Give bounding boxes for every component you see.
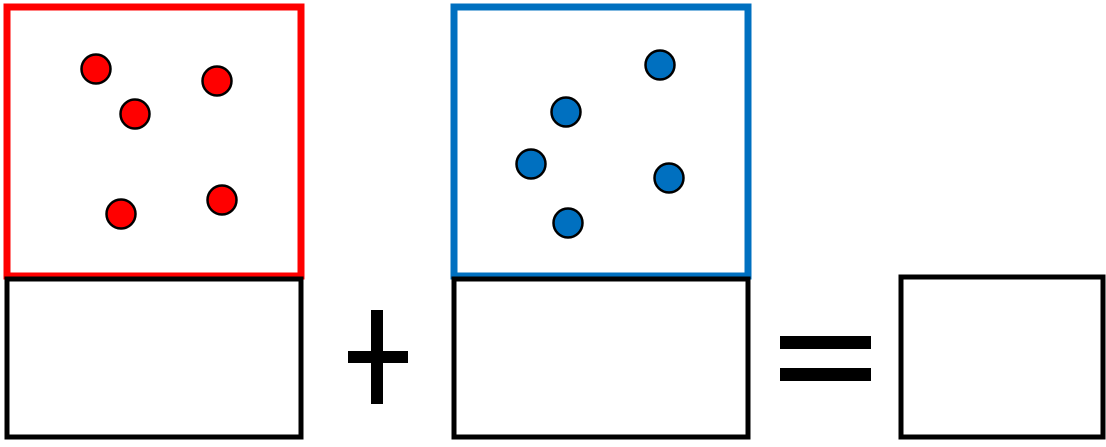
- red-count-box[interactable]: [4, 276, 304, 440]
- blue-group-frame: [450, 3, 752, 280]
- red-dot: [119, 98, 151, 130]
- sum-box[interactable]: [898, 274, 1106, 440]
- red-group-frame: [3, 3, 305, 280]
- red-dot: [206, 184, 238, 216]
- plus-sign: [348, 310, 408, 404]
- blue-dot: [644, 49, 676, 81]
- blue-dots: [515, 49, 685, 239]
- equals-sign: [780, 336, 871, 381]
- red-dot: [201, 65, 233, 97]
- red-dot: [80, 53, 112, 85]
- blue-dot: [550, 96, 582, 128]
- red-dot: [105, 198, 137, 230]
- blue-dot: [515, 148, 547, 180]
- red-dots: [80, 53, 238, 230]
- equals-bottom-bar: [780, 368, 871, 381]
- equals-top-bar: [780, 336, 871, 349]
- blue-dot: [552, 207, 584, 239]
- blue-count-box[interactable]: [451, 276, 751, 440]
- blue-dot: [653, 162, 685, 194]
- plus-horizontal-bar: [348, 351, 408, 363]
